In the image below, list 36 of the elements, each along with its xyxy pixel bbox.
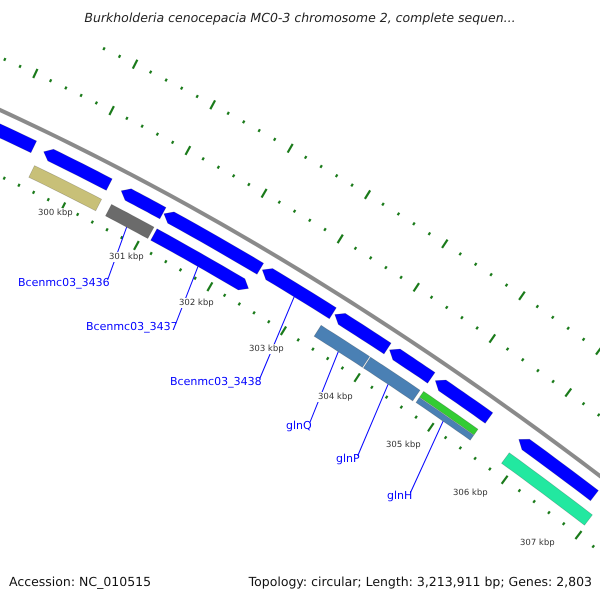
gene-label: glnH: [387, 489, 412, 502]
gene-bar: [416, 397, 474, 441]
gene-label: Bcenmc03_3436: [18, 276, 110, 289]
gene-bar: [501, 452, 593, 526]
gene-block: [163, 212, 264, 275]
gene-block: [334, 313, 392, 354]
leader-line: [259, 296, 295, 380]
gene-bar: [362, 356, 420, 402]
genome-summary-text: Topology: circular; Length: 3,213,911 bp; Genes: 2,803: [248, 574, 592, 589]
gene-label: Bcenmc03_3437: [86, 320, 178, 333]
gene-block: [43, 148, 113, 191]
gene-block: [120, 188, 166, 220]
scale-label: 301 kbp: [108, 252, 145, 262]
scale-label: 303 kbp: [248, 344, 285, 354]
gene-block: [389, 348, 436, 384]
gene-block: [262, 268, 337, 320]
leader-line: [309, 351, 339, 424]
scale-label: 304 kbp: [317, 392, 354, 402]
leader-line: [410, 420, 444, 494]
gene-block: [150, 228, 249, 290]
title: Burkholderia cenocepacia MC0-3 chromosome 2, complete sequen...: [83, 10, 517, 25]
scale-label: 302 kbp: [178, 298, 215, 308]
gene-label: glnQ: [286, 419, 312, 432]
gene-block: [434, 380, 494, 424]
scale-label: 307 kbp: [519, 538, 556, 548]
gene-label: Bcenmc03_3438: [170, 375, 262, 388]
gene-block: [518, 438, 599, 502]
scale-label: 305 kbp: [385, 440, 422, 450]
gene-label: glnP: [336, 452, 360, 465]
gene-bar: [314, 324, 370, 368]
scale-label: 300 kbp: [37, 208, 74, 218]
scale-label: 306 kbp: [452, 488, 489, 498]
gene-bar: [419, 390, 478, 436]
leader-line: [357, 384, 389, 456]
gene-bar: [105, 204, 154, 239]
accession-text: Accession: NC_010515: [9, 574, 152, 589]
